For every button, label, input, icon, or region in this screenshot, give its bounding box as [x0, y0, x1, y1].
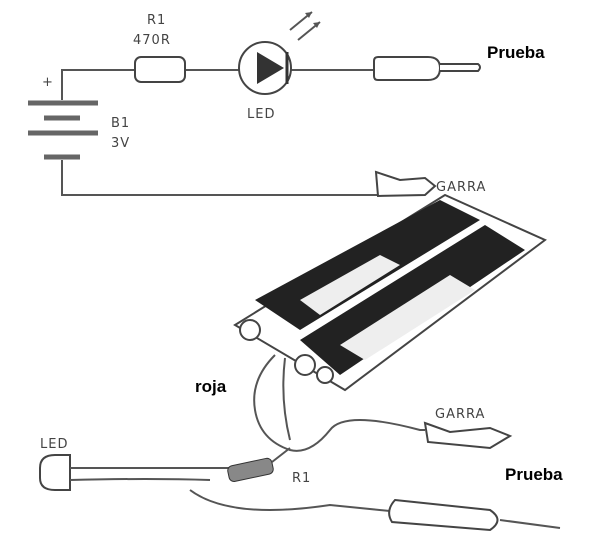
red-wire: [253, 354, 425, 452]
resistor-value-label: 470R: [133, 33, 171, 48]
alligator-clip: [423, 421, 513, 450]
led-symbol: [238, 11, 321, 95]
battery-voltage-label: 3V: [111, 136, 130, 151]
led-component: [39, 454, 230, 491]
clip-label: GARRA: [436, 180, 486, 195]
led-label: LED: [247, 107, 275, 122]
resistor-label: R1: [292, 471, 311, 486]
schematic: + R1 470R LED B1 3V Prueba GARRA: [28, 11, 545, 198]
battery-name-label: B1: [111, 116, 130, 131]
resistor-component: [227, 457, 274, 482]
schematic-wires: [61, 69, 378, 196]
led-label: LED: [40, 437, 68, 452]
probe-label: Prueba: [505, 465, 563, 484]
battery-plus-sign: +: [42, 75, 54, 90]
black-wire: [282, 357, 291, 441]
probe-symbol: [373, 56, 481, 81]
resistor-name-label: R1: [147, 13, 166, 28]
resistor-leads: [189, 447, 401, 513]
battery-symbol: [28, 100, 98, 160]
probe-label: Prueba: [487, 43, 545, 62]
pictorial: roja GARRA LED R1 Prueba: [39, 193, 563, 532]
resistor-symbol: [134, 56, 186, 83]
red-wire-label: roja: [195, 377, 227, 396]
test-probe: [388, 498, 561, 532]
clip-label: GARRA: [435, 407, 485, 422]
alligator-clip-symbol: [374, 170, 437, 198]
battery-holder: [233, 193, 547, 392]
